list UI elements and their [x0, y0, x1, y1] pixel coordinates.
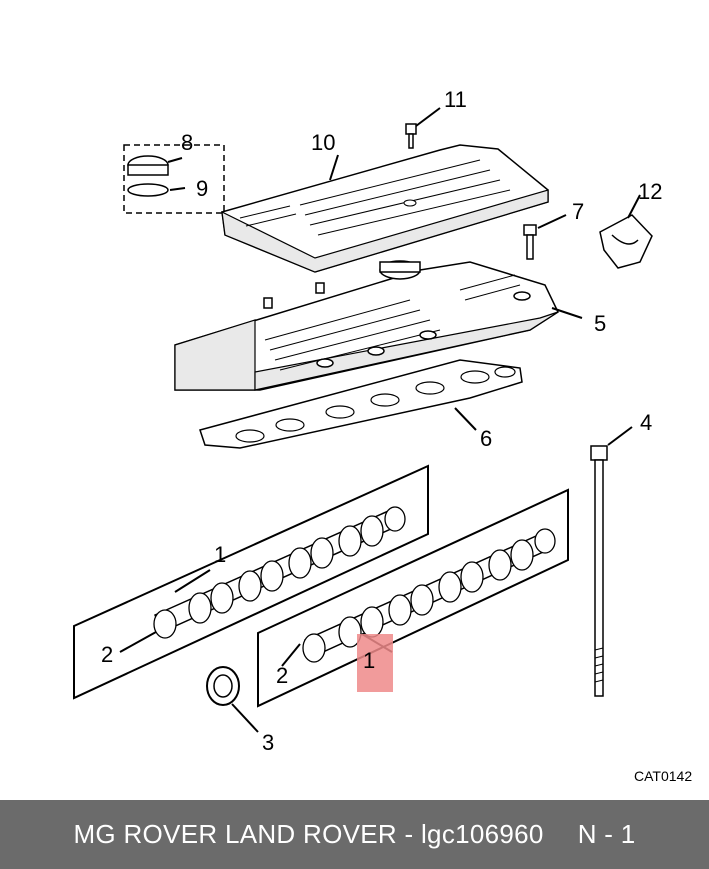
camshaft-cover-part [174, 260, 559, 391]
gasket-part [199, 359, 523, 449]
callout-1-upper: 1 [214, 542, 226, 567]
callout-2-lower: 2 [276, 663, 288, 688]
callout-11: 11 [444, 87, 467, 112]
callout-labels: 1 1 2 2 3 4 5 6 7 8 9 10 11 12 [101, 87, 662, 755]
callout-7: 7 [572, 199, 584, 224]
callout-highlight [357, 634, 393, 692]
callout-4: 4 [640, 410, 652, 435]
oil-seal-part [206, 666, 240, 706]
footer-code: N - 1 [577, 819, 636, 849]
leader-lines [119, 107, 641, 733]
rocker-bolt-part [523, 224, 537, 260]
callout-2-upper: 2 [101, 642, 113, 667]
engine-cover-part [221, 144, 549, 273]
camshaft-lower-group [257, 488, 569, 708]
clip-part [599, 214, 653, 269]
footer-brand: MG ROVER LAND ROVER - lgc106960 [73, 819, 544, 849]
callout-10: 10 [311, 130, 335, 155]
callout-12: 12 [638, 179, 662, 204]
callout-9: 9 [196, 176, 208, 201]
oil-filler-cap-group [123, 144, 225, 214]
long-bolt-part [590, 445, 608, 697]
cover-bolt-part [405, 123, 417, 149]
callout-6: 6 [480, 426, 492, 451]
callout-5: 5 [594, 311, 606, 336]
callout-8: 8 [181, 130, 193, 155]
callout-1-lower: 1 [363, 648, 375, 673]
camshaft-upper-group [73, 464, 429, 700]
callout-3: 3 [262, 730, 274, 755]
parts-diagram: 1 1 2 2 3 4 5 6 7 8 9 10 11 12 CAT0142 [73, 87, 692, 784]
footer-bar: MG ROVER LAND ROVER - lgc106960 N - 1 [0, 800, 709, 869]
reference-code: CAT0142 [634, 768, 692, 784]
